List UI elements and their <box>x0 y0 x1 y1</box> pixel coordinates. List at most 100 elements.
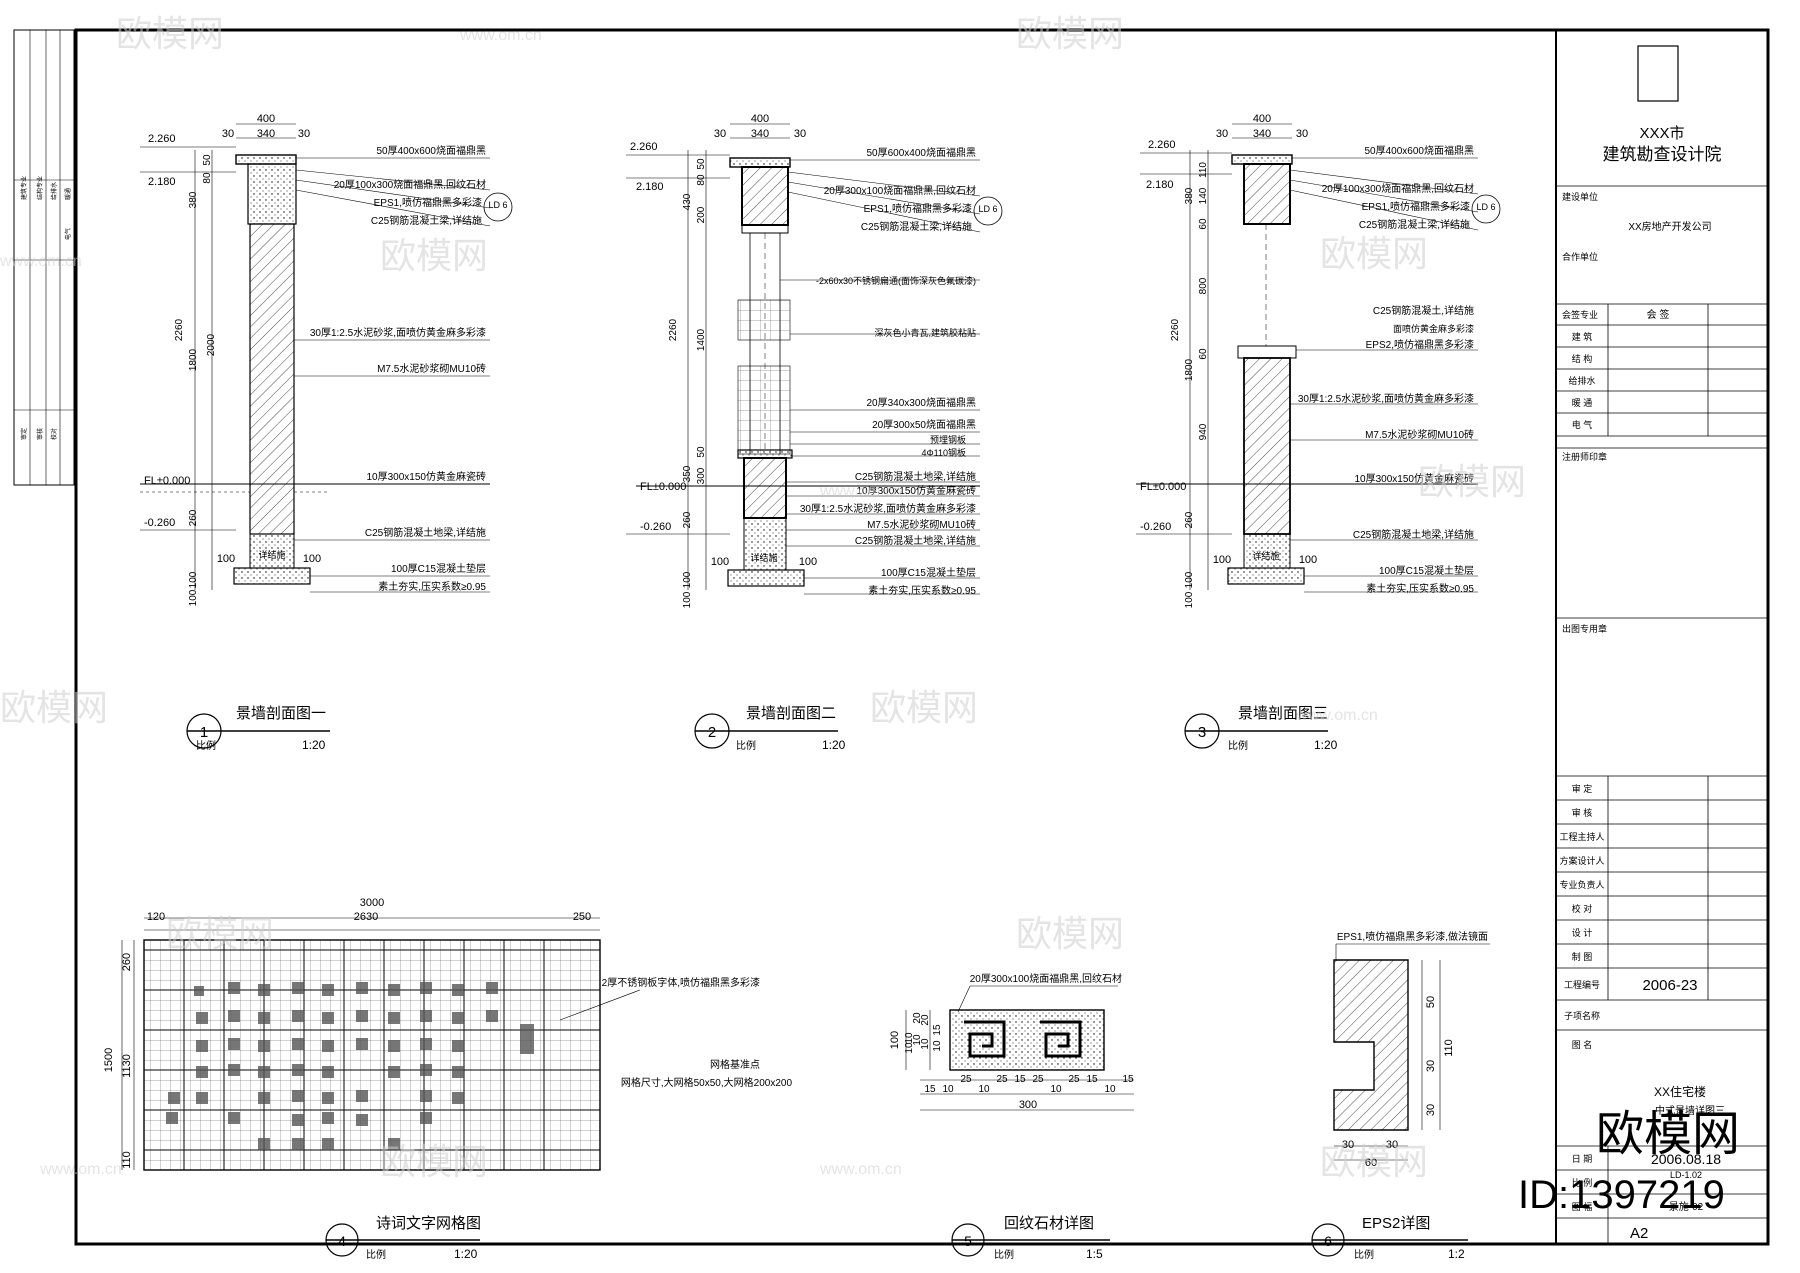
svg-text:50: 50 <box>696 446 707 458</box>
svg-text:C25钢筋混凝土梁,详结施: C25钢筋混凝土梁,详结施 <box>861 220 972 233</box>
svg-text:10: 10 <box>942 1084 954 1095</box>
svg-text:60: 60 <box>1198 348 1209 360</box>
reg-stamp-label: 注册师印章 <box>1562 451 1607 462</box>
svg-text:100: 100 <box>1184 591 1195 608</box>
detail-5-title: 回纹石材详图 <box>1004 1215 1094 1232</box>
title-block-grid <box>1556 45 1768 1244</box>
detail-4-text-grid: 3000 120 2630 250 260 1500 1130 110 2厚不锈… <box>103 897 792 1261</box>
svg-text:260: 260 <box>188 509 199 526</box>
svg-text:-2x60x30不锈钢扁通(面饰深灰色氟碳漆): -2x60x30不锈钢扁通(面饰深灰色氟碳漆) <box>816 275 976 286</box>
left-strip-labels: 建筑专业 结构专业 给排水 暖通 电气 审定 审核 校对 <box>20 176 72 440</box>
svg-text:1130: 1130 <box>121 1054 133 1078</box>
svg-text:20: 20 <box>920 1014 931 1026</box>
svg-text:-0.260: -0.260 <box>1140 521 1171 533</box>
svg-text:50厚400x600烧面福鼎黑: 50厚400x600烧面福鼎黑 <box>377 144 487 157</box>
svg-text:10: 10 <box>978 1084 990 1095</box>
svg-text:50厚400x600烧面福鼎黑: 50厚400x600烧面福鼎黑 <box>1365 144 1475 157</box>
svg-text:100厚C15混凝土垫层: 100厚C15混凝土垫层 <box>391 562 486 575</box>
stamp-logo: 欧模网 <box>1596 1108 1740 1161</box>
detail-6-title: EPS2详图 <box>1362 1215 1430 1232</box>
svg-text:EPS1,喷仿福鼎黑多彩漆: EPS1,喷仿福鼎黑多彩漆 <box>374 196 482 209</box>
svg-text:www.om.cn: www.om.cn <box>459 27 542 44</box>
svg-text:50: 50 <box>202 154 213 166</box>
svg-text:LD 6: LD 6 <box>1476 202 1495 212</box>
svg-text:欧模网: 欧模网 <box>380 235 488 276</box>
svg-text:www.om.cn: www.om.cn <box>39 1161 122 1178</box>
svg-text:15: 15 <box>932 1024 943 1036</box>
role-4: 方案设计人 <box>1559 855 1604 866</box>
svg-text:比例: 比例 <box>1354 1248 1374 1261</box>
svg-text:暖通: 暖通 <box>64 188 72 200</box>
svg-text:50: 50 <box>696 158 707 170</box>
svg-text:20: 20 <box>912 1012 923 1024</box>
svg-text:80: 80 <box>696 174 707 186</box>
svg-text:C25钢筋混凝土地梁,详结施: C25钢筋混凝土地梁,详结施 <box>855 470 976 483</box>
svg-text:80: 80 <box>202 172 213 184</box>
drawing-sub: 中式景墙详图三 <box>1655 1104 1725 1117</box>
date: 2006.08.18 <box>1651 1151 1721 1167</box>
svg-text:www.om.cn: www.om.cn <box>1295 707 1378 724</box>
svg-text:欧模网: 欧模网 <box>116 13 224 54</box>
client-value: XX房地产开发公司 <box>1628 220 1711 233</box>
svg-text:260: 260 <box>121 953 133 971</box>
svg-text:www.om.cn: www.om.cn <box>819 483 902 500</box>
svg-text:素土夯实,压实系数≥0.95: 素土夯实,压实系数≥0.95 <box>1366 582 1474 595</box>
svg-text:30厚1:2.5水泥砂浆,面喷仿黄金麻多彩漆: 30厚1:2.5水泥砂浆,面喷仿黄金麻多彩漆 <box>310 326 486 339</box>
detail-5-number: 5 <box>964 1233 972 1249</box>
svg-text:C25钢筋混凝土地梁,详结施: C25钢筋混凝土地梁,详结施 <box>1353 528 1474 541</box>
svg-text:350: 350 <box>682 465 693 482</box>
svg-text:2260: 2260 <box>174 318 185 341</box>
svg-text:30: 30 <box>1425 1104 1437 1116</box>
role-2: 审 核 <box>1572 807 1593 818</box>
svg-text:比例: 比例 <box>736 739 756 752</box>
svg-text:20厚100x300烧面福鼎黑,回纹石材: 20厚100x300烧面福鼎黑,回纹石材 <box>334 178 486 191</box>
svg-text:380: 380 <box>188 191 199 208</box>
svg-text:250: 250 <box>573 911 591 923</box>
svg-text:审核: 审核 <box>36 428 44 440</box>
svg-text:详结施: 详结施 <box>1252 550 1279 561</box>
svg-text:C25钢筋混凝土梁,详结施: C25钢筋混凝土梁,详结施 <box>1359 218 1470 231</box>
title-block: XXX市 建筑勘查设计院 建设单位 XX房地产开发公司 合作单位 会签专业 会 … <box>1559 125 1725 1242</box>
svg-text:20厚300x50烧面福鼎黑: 20厚300x50烧面福鼎黑 <box>872 418 976 431</box>
date-label: 日 期 <box>1572 1154 1593 1164</box>
svg-text:800: 800 <box>1198 277 1209 294</box>
svg-text:1800: 1800 <box>1184 358 1195 381</box>
svg-text:欧模网: 欧模网 <box>1320 1141 1428 1182</box>
svg-text:120: 120 <box>147 911 165 923</box>
svg-text:140: 140 <box>1198 187 1209 204</box>
svg-text:LD 6: LD 6 <box>978 204 997 214</box>
sheet-label: 图 幅 <box>1572 1201 1593 1212</box>
svg-text:比例: 比例 <box>994 1248 1014 1261</box>
svg-text:30: 30 <box>714 128 726 140</box>
section-1-title: 景墙剖面图一 <box>236 705 326 722</box>
svg-text:30厚1:2.5水泥砂浆,面喷仿黄金麻多彩漆: 30厚1:2.5水泥砂浆,面喷仿黄金麻多彩漆 <box>800 502 976 515</box>
svg-text:-0.260: -0.260 <box>144 517 175 529</box>
stamp-id: ID:1397219 <box>1518 1173 1725 1217</box>
svg-text:100: 100 <box>711 556 729 568</box>
svg-text:110: 110 <box>1198 162 1209 178</box>
svg-text:100: 100 <box>1213 554 1231 566</box>
svg-text:110: 110 <box>1443 1039 1455 1057</box>
svg-text:1:20: 1:20 <box>454 1247 478 1261</box>
svg-text:100: 100 <box>1184 571 1195 588</box>
section-3: 400 30 340 30 2.260 2.180 FL±0.000 -0.26… <box>1136 113 1501 752</box>
scale-label: 比 例 <box>1572 1177 1593 1188</box>
svg-text:网格基准点: 网格基准点 <box>710 1058 760 1071</box>
svg-text:比例: 比例 <box>196 739 216 752</box>
svg-text:100: 100 <box>682 591 693 608</box>
svg-text:欧模网: 欧模网 <box>870 687 978 728</box>
svg-text:欧模网: 欧模网 <box>1016 913 1124 954</box>
svg-text:30: 30 <box>1342 1139 1354 1151</box>
project-no-label: 工程编号 <box>1564 979 1600 990</box>
section-1: 400 30 340 30 2.260 2.180 FL±0.000 -0.26… <box>140 113 513 752</box>
detail-4-title: 诗词文字网格图 <box>376 1215 481 1232</box>
drawing-name: XX住宅楼 <box>1654 1084 1706 1099</box>
section-3-number: 3 <box>1198 724 1206 741</box>
svg-text:10厚300x150仿黄金麻瓷砖: 10厚300x150仿黄金麻瓷砖 <box>1355 472 1475 485</box>
role-5: 专业负责人 <box>1559 879 1604 890</box>
svg-text:2.260: 2.260 <box>148 133 176 145</box>
project-no: 2006-23 <box>1642 977 1697 994</box>
svg-text:预埋钢板: 预埋钢板 <box>930 434 966 445</box>
stage: 景施-02 <box>1669 1200 1704 1213</box>
svg-text:10厚300x150仿黄金麻瓷砖: 10厚300x150仿黄金麻瓷砖 <box>367 470 487 483</box>
